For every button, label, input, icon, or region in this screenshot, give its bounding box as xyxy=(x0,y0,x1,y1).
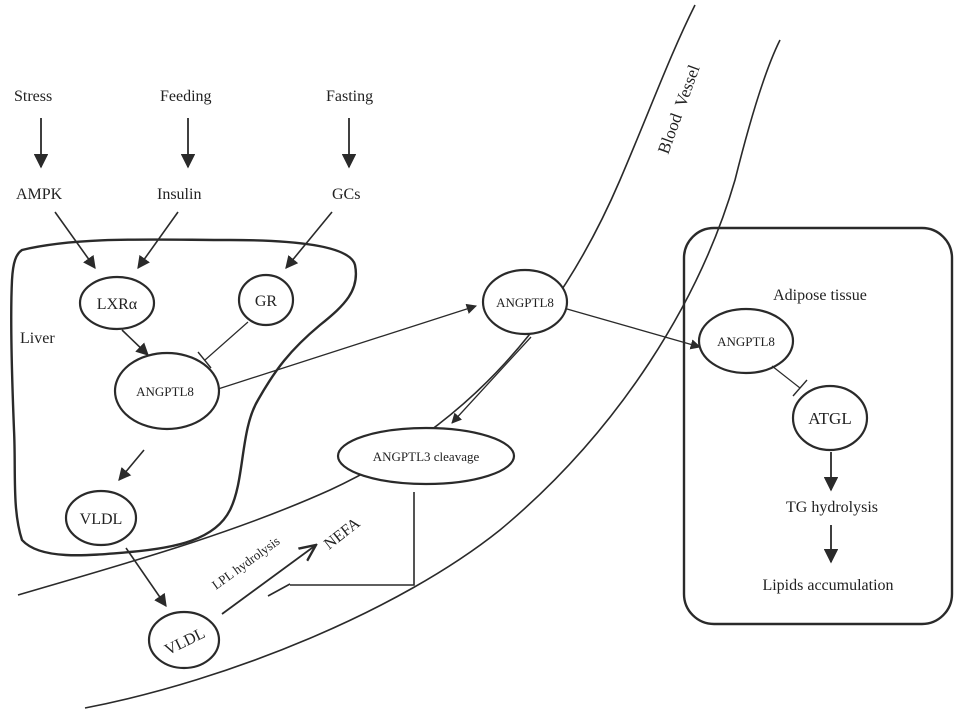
liver-angptl8-node xyxy=(113,351,221,431)
fasting-label: Fasting xyxy=(326,88,373,105)
liver-angptl8-label: ANGPTL8 xyxy=(136,384,194,399)
atgl-node xyxy=(791,384,869,452)
vessel-label: Blood Vessel xyxy=(654,62,704,156)
gr-node xyxy=(237,273,295,327)
arrow-liver-to-blood-angptl8 xyxy=(217,303,477,390)
nefa-label: NEFA xyxy=(321,514,364,553)
lpl-label: LPL hydrolysis xyxy=(209,533,283,592)
lipids-label: Lipids accumulation xyxy=(762,577,893,594)
inhibit-angptl8-atgl xyxy=(771,365,801,389)
vessel-wall-left xyxy=(17,4,696,596)
tg-label: TG hydrolysis xyxy=(786,499,878,516)
arrow-angptl8-angptl3 xyxy=(451,336,532,424)
arrow-blood-angptl8-adipose xyxy=(566,308,701,350)
liver-outline xyxy=(9,238,358,557)
inhibit-angptl3-lpl xyxy=(290,492,415,586)
liver-vldl-node xyxy=(64,489,138,547)
arrow-insulin-lxr xyxy=(137,211,179,270)
arrow-ampk-lxr xyxy=(54,211,96,270)
ampk-label: AMPK xyxy=(16,186,63,203)
adipose-angptl8-label: ANGPTL8 xyxy=(717,334,775,349)
inhibit-gr-angptl8-bar xyxy=(197,351,212,369)
insulin-label: Insulin xyxy=(157,186,201,203)
gcs-label: GCs xyxy=(332,186,360,203)
stress-label: Stress xyxy=(14,88,52,105)
adipose-label: Adipose tissue xyxy=(773,287,867,304)
gr-label: GR xyxy=(255,293,278,310)
atgl-label: ATGL xyxy=(808,409,851,428)
angptl3-node xyxy=(336,426,516,486)
arrow-lxr-angptl8 xyxy=(121,329,149,356)
vessel-wall-right xyxy=(84,39,781,709)
adipose-box xyxy=(682,226,954,626)
feeding-label: Feeding xyxy=(160,88,212,105)
liver-vldl-label: VLDL xyxy=(80,511,123,528)
blood-vldl-node xyxy=(147,610,221,670)
lxr-label: LXRα xyxy=(97,296,138,313)
inhibit-angptl3-lpl-bar xyxy=(267,583,291,597)
inhibit-gr-angptl8 xyxy=(204,321,249,361)
blood-angptl8-label: ANGPTL8 xyxy=(496,295,554,310)
lxr-node xyxy=(78,275,156,331)
blood-angptl8-node xyxy=(481,268,569,336)
liver-label: Liver xyxy=(20,330,55,347)
angptl3-label: ANGPTL3 cleavage xyxy=(373,449,480,464)
adipose-angptl8-node xyxy=(697,307,795,375)
inhibit-angptl8-atgl-bar xyxy=(792,379,808,397)
arrow-angptl8-vldl xyxy=(118,449,145,481)
arrow-vldl-nefa xyxy=(221,545,316,615)
arrow-liver-vldl-blood-vldl xyxy=(125,547,167,608)
arrow-gcs-gr xyxy=(285,211,333,269)
